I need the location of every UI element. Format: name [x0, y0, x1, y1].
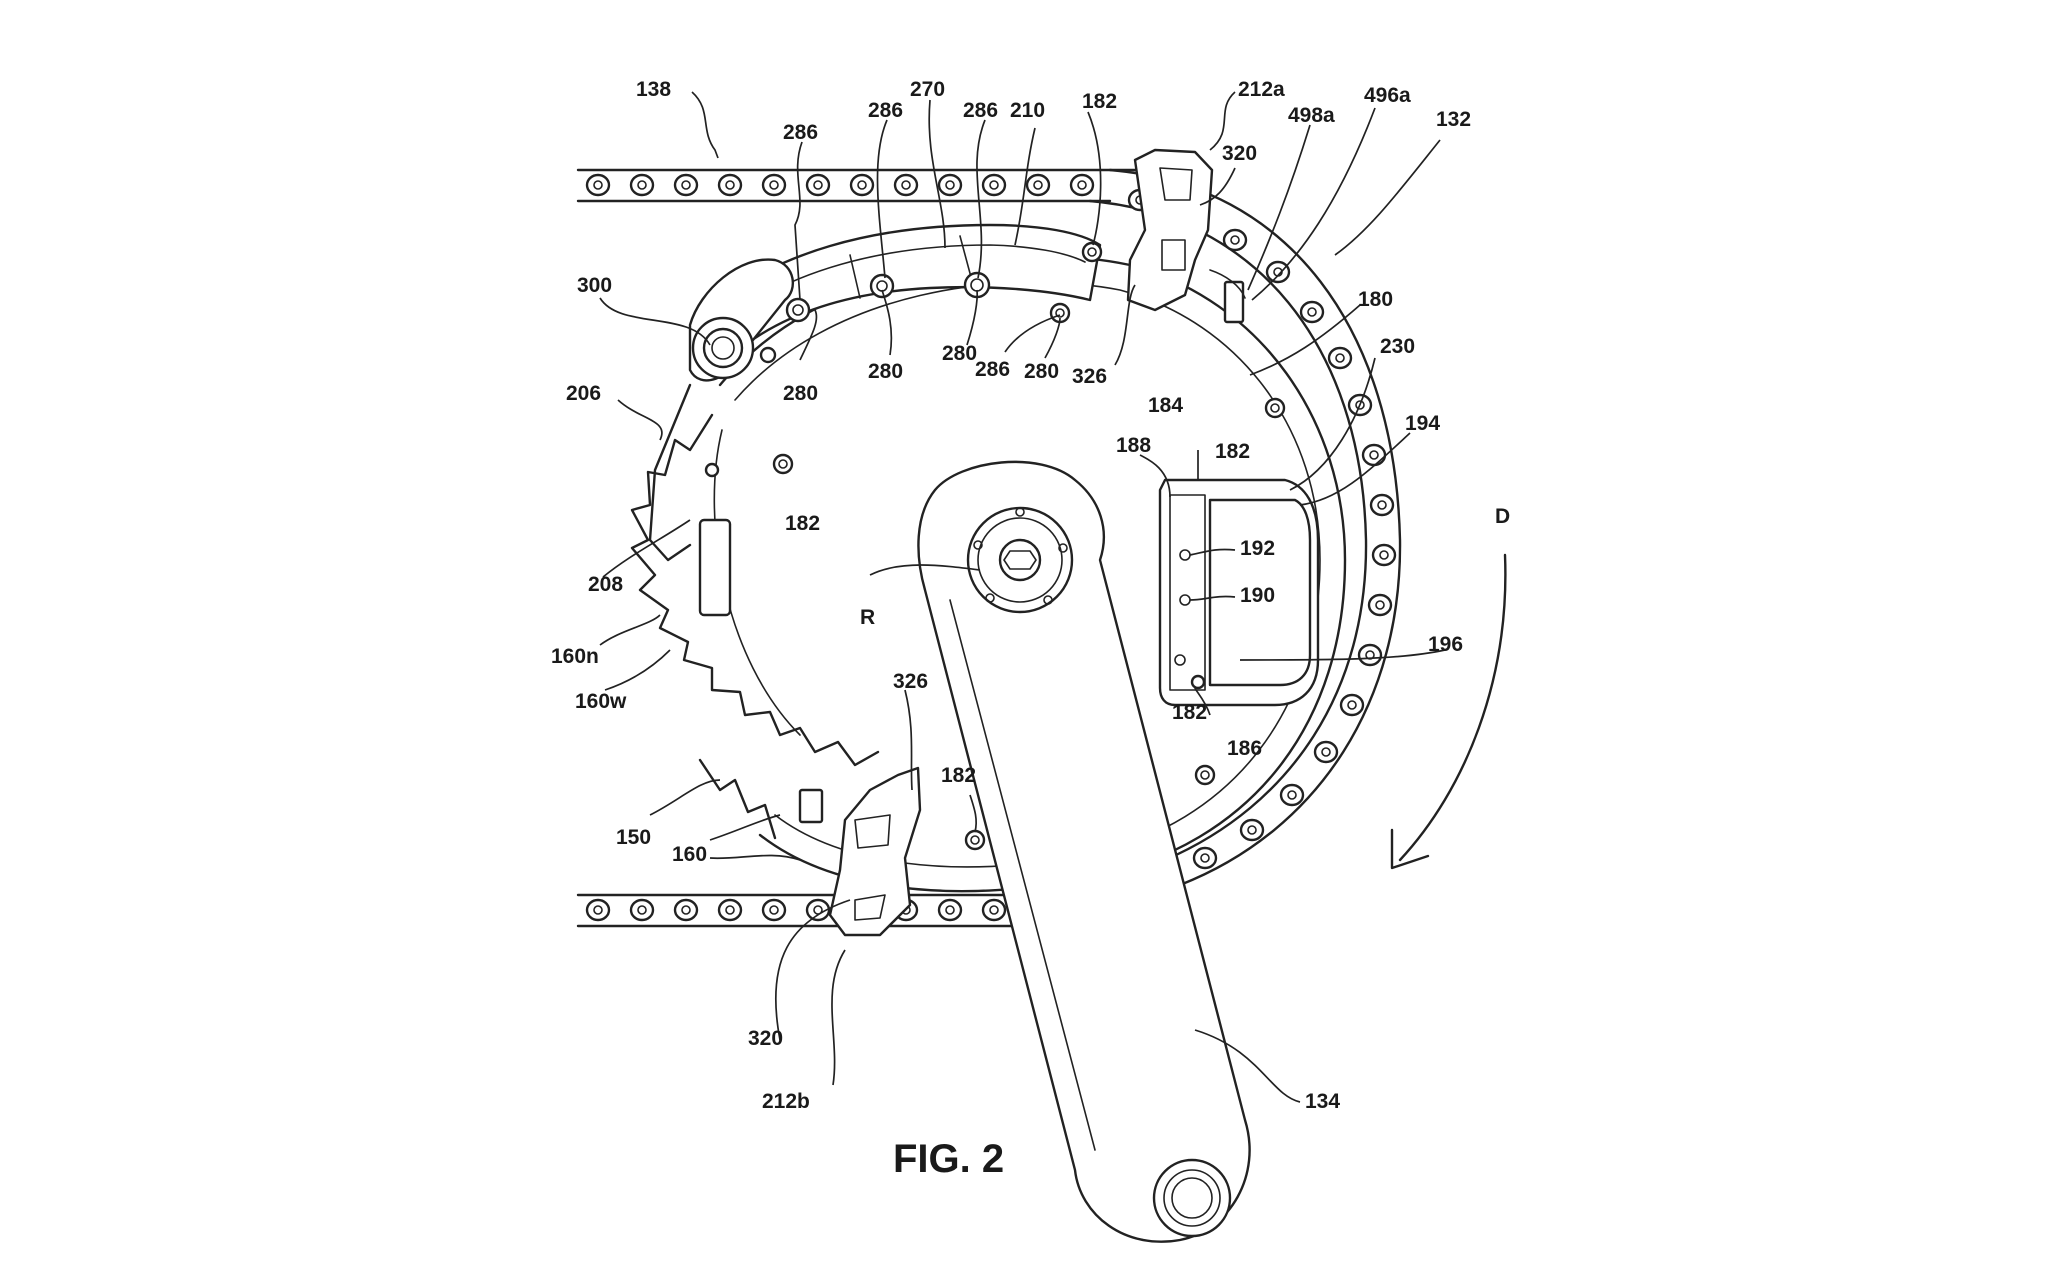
chain-roller	[763, 175, 785, 195]
label-190: 190	[1240, 584, 1275, 607]
chain-roller	[983, 900, 1005, 920]
chain-roller	[1224, 230, 1246, 250]
chain-roller	[1281, 785, 1303, 805]
label-150: 150	[616, 826, 651, 849]
label-192: 192	[1240, 537, 1275, 560]
chain-roller	[1194, 848, 1216, 868]
label-210: 210	[1010, 99, 1045, 122]
chain-roller	[1359, 645, 1381, 665]
chain-roller	[807, 175, 829, 195]
chain-roller	[719, 175, 741, 195]
chain-roller	[939, 900, 961, 920]
label-326: 326	[1072, 365, 1107, 388]
chain-roller	[1329, 348, 1351, 368]
label-206: 206	[566, 382, 601, 405]
rotation-arrow	[1392, 555, 1505, 868]
label-182: 182	[1172, 701, 1207, 724]
chain-roller	[1241, 820, 1263, 840]
label-182: 182	[941, 764, 976, 787]
label-230: 230	[1380, 335, 1415, 358]
label-280: 280	[942, 342, 977, 365]
chain-roller	[939, 175, 961, 195]
label-160: 160	[672, 843, 707, 866]
label-498a: 498a	[1288, 104, 1335, 127]
chain-roller	[631, 175, 653, 195]
label-160w: 160w	[575, 690, 627, 713]
chain-roller	[631, 900, 653, 920]
label-212b: 212b	[762, 1090, 810, 1113]
label-270: 270	[910, 78, 945, 101]
chain-roller	[1369, 595, 1391, 615]
chain-top-run	[578, 170, 1135, 201]
sensor-housing	[1160, 480, 1318, 705]
label-286: 286	[783, 121, 818, 144]
label-160n: 160n	[551, 645, 599, 668]
label-134: 134	[1305, 1090, 1340, 1113]
label-182: 182	[1215, 440, 1250, 463]
chain-roller	[1315, 742, 1337, 762]
label-320: 320	[1222, 142, 1257, 165]
chain-roller	[587, 175, 609, 195]
label-286: 286	[963, 99, 998, 122]
figure-caption: FIG. 2	[893, 1137, 1004, 1181]
label-212a: 212a	[1238, 78, 1285, 101]
chain-roller	[1341, 695, 1363, 715]
label-132: 132	[1436, 108, 1471, 131]
label-196: 196	[1428, 633, 1463, 656]
chain-roller	[675, 175, 697, 195]
chain-roller	[1371, 495, 1393, 515]
label-286: 286	[868, 99, 903, 122]
label-180: 180	[1358, 288, 1393, 311]
chain-roller	[1267, 262, 1289, 282]
label-194: 194	[1405, 412, 1440, 435]
label-184: 184	[1148, 394, 1183, 417]
chain-roller	[1363, 445, 1385, 465]
label-280: 280	[868, 360, 903, 383]
label-208: 208	[588, 573, 623, 596]
chain-roller	[1027, 175, 1049, 195]
pivot-housing	[650, 260, 793, 560]
label-R: R	[860, 606, 875, 629]
label-182: 182	[785, 512, 820, 535]
label-182: 182	[1082, 90, 1117, 113]
label-188: 188	[1116, 434, 1151, 457]
chain-roller	[983, 175, 1005, 195]
label-D: D	[1495, 505, 1510, 528]
chain-roller	[587, 900, 609, 920]
label-300: 300	[577, 274, 612, 297]
chain-roller	[1301, 302, 1323, 322]
label-138: 138	[636, 78, 671, 101]
label-280: 280	[783, 382, 818, 405]
label-326: 326	[893, 670, 928, 693]
chain-roller	[719, 900, 741, 920]
label-496a: 496a	[1364, 84, 1411, 107]
label-286: 286	[975, 358, 1010, 381]
chain-roller	[675, 900, 697, 920]
chain-roller	[763, 900, 785, 920]
label-320: 320	[748, 1027, 783, 1050]
chain-roller	[1071, 175, 1093, 195]
chain-roller	[895, 175, 917, 195]
chain-roller	[1373, 545, 1395, 565]
label-186: 186	[1227, 737, 1262, 760]
label-280: 280	[1024, 360, 1059, 383]
chain-roller	[851, 175, 873, 195]
chain-bottom-run	[578, 895, 1060, 926]
